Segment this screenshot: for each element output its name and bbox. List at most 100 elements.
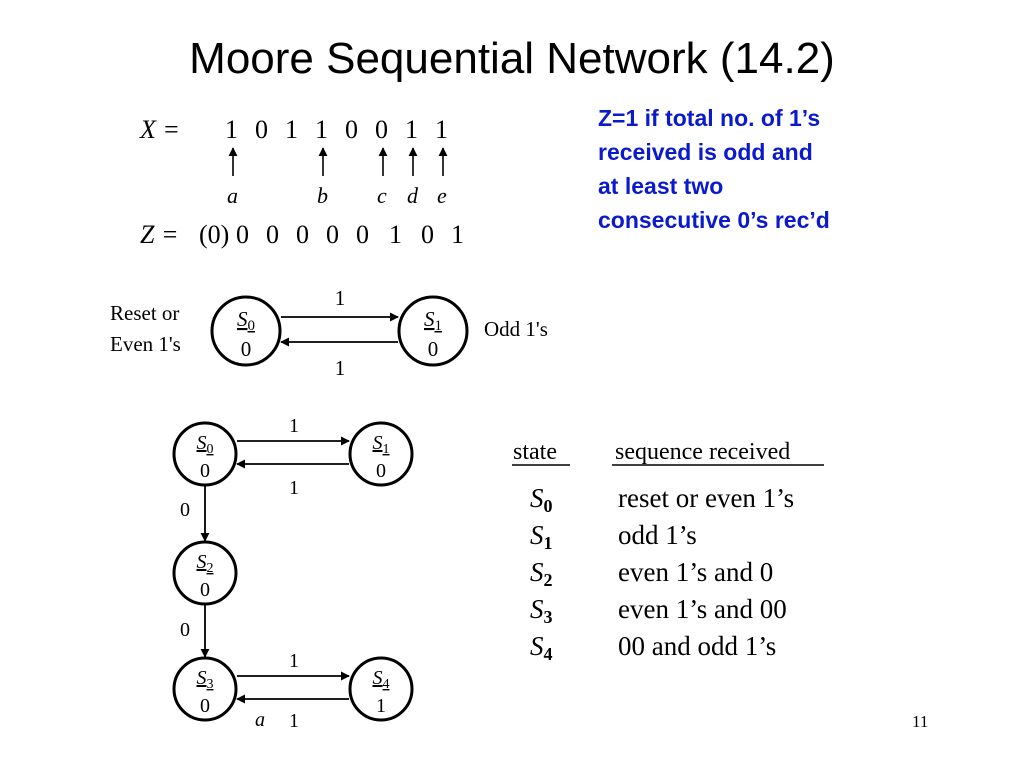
svg-text:S1: S1 xyxy=(373,432,390,457)
marker-label: a xyxy=(255,709,265,731)
x-bit: 0 xyxy=(345,115,358,144)
state-sub: 2 xyxy=(207,561,214,576)
state-name: S xyxy=(373,432,383,454)
row-state: S xyxy=(530,557,544,587)
state-sub: 4 xyxy=(383,677,390,692)
state-s1: S1 0 xyxy=(397,295,469,367)
z-bit: 0 xyxy=(266,220,279,249)
z-bit: 0 xyxy=(236,220,249,249)
state-output: 0 xyxy=(376,460,386,482)
svg-text:S4: S4 xyxy=(530,631,553,664)
marker-label: c xyxy=(377,183,387,208)
x-bit: 1 xyxy=(405,115,418,144)
state-s0: S0 0 xyxy=(172,421,238,487)
row-sequence: reset or even 1’s xyxy=(618,483,794,513)
state-sub: 1 xyxy=(435,318,443,334)
state-output: 0 xyxy=(241,337,252,361)
state-name: S xyxy=(237,307,248,331)
svg-text:S0: S0 xyxy=(197,432,214,457)
state-s0: S0 0 xyxy=(210,295,282,367)
edge-label: 1 xyxy=(335,356,346,380)
marker-label: b xyxy=(317,183,328,208)
state-sub: 1 xyxy=(383,442,390,457)
state-output: 0 xyxy=(200,695,210,717)
marker-label: d xyxy=(407,183,419,208)
row-sequence: 00 and odd 1’s xyxy=(618,631,776,661)
row-state: S xyxy=(530,631,544,661)
z-bit: 0 xyxy=(356,220,369,249)
table-row: S3 even 1’s and 00 xyxy=(530,594,787,627)
state-s1: S1 0 xyxy=(348,421,414,487)
state-table: state sequence received S0 reset or even… xyxy=(512,439,824,664)
table-row: S0 reset or even 1’s xyxy=(530,483,794,516)
note-line: Z=1 if total no. of 1’s xyxy=(598,105,821,131)
odd-caption: Odd 1's xyxy=(484,317,548,341)
x-bit: 0 xyxy=(255,115,268,144)
note-line: at least two xyxy=(598,173,724,199)
svg-text:S4: S4 xyxy=(373,667,390,692)
edge-label: 0 xyxy=(180,499,190,521)
z-initial: (0) xyxy=(199,220,229,249)
state-sub: 3 xyxy=(207,677,214,692)
row-state: S xyxy=(530,483,544,513)
reset-caption: Reset or xyxy=(110,301,179,325)
state-sub: 0 xyxy=(248,318,256,334)
z-bit: 1 xyxy=(451,220,464,249)
state-name: S xyxy=(424,307,435,331)
row-sequence: odd 1’s xyxy=(618,520,697,550)
z-label: Z = xyxy=(140,220,179,249)
edge-label: 0 xyxy=(180,619,190,641)
x-bit: 1 xyxy=(435,115,448,144)
sequence-example: X = 1 0 1 1 0 0 1 1 a b c d e Z = (0) 0 … xyxy=(139,115,464,249)
row-state-sub: 4 xyxy=(544,644,553,664)
edge-label: 1 xyxy=(289,710,299,732)
state-s4: S4 1 xyxy=(348,656,414,722)
row-state-sub: 0 xyxy=(544,496,553,516)
edge-label: 1 xyxy=(335,286,346,310)
state-name: S xyxy=(197,667,207,689)
page-number: 11 xyxy=(912,712,929,731)
edge-label: 1 xyxy=(289,477,299,499)
condition-note: Z=1 if total no. of 1’s received is odd … xyxy=(598,101,928,237)
row-state: S xyxy=(530,594,544,624)
svg-text:S3: S3 xyxy=(197,667,214,692)
z-bit: 0 xyxy=(296,220,309,249)
x-bit: 1 xyxy=(225,115,238,144)
slide-title: Moore Sequential Network (14.2) xyxy=(189,34,835,83)
state-name: S xyxy=(197,551,207,573)
row-sequence: even 1’s and 0 xyxy=(618,557,773,587)
table-row: S2 even 1’s and 0 xyxy=(530,557,773,590)
state-sub: 0 xyxy=(207,442,214,457)
reset-caption: Even 1's xyxy=(110,332,181,356)
moore-state-diagram: S0 0 S1 0 S2 0 S3 0 S4 1 1 1 0 0 xyxy=(172,415,414,732)
x-label: X = xyxy=(139,115,180,144)
svg-text:S3: S3 xyxy=(530,594,553,627)
table-header-sequence: sequence received xyxy=(615,439,790,465)
state-output: 0 xyxy=(428,337,439,361)
table-row: S1 odd 1’s xyxy=(530,520,697,553)
x-bit: 1 xyxy=(285,115,298,144)
note-line: received is odd and xyxy=(598,139,813,165)
state-s2: S2 0 xyxy=(172,540,238,606)
svg-text:S1: S1 xyxy=(530,520,553,553)
state-name: S xyxy=(197,432,207,454)
z-bit: 1 xyxy=(389,220,402,249)
svg-text:S1: S1 xyxy=(424,307,442,334)
state-output: 1 xyxy=(376,695,386,717)
row-state-sub: 2 xyxy=(544,570,553,590)
table-header-state: state xyxy=(513,439,557,465)
svg-text:S2: S2 xyxy=(530,557,553,590)
state-output: 0 xyxy=(200,460,210,482)
state-name: S xyxy=(373,667,383,689)
row-state: S xyxy=(530,520,544,550)
edge-label: 1 xyxy=(289,415,299,437)
parity-state-diagram: Reset or Even 1's Odd 1's S0 0 S1 0 1 1 xyxy=(110,286,548,380)
row-state-sub: 1 xyxy=(544,533,553,553)
x-bit: 0 xyxy=(375,115,388,144)
marker-label: e xyxy=(437,183,447,208)
svg-text:S0: S0 xyxy=(237,307,255,334)
z-bit: 0 xyxy=(421,220,434,249)
state-output: 0 xyxy=(200,579,210,601)
edge-label: 1 xyxy=(289,650,299,672)
